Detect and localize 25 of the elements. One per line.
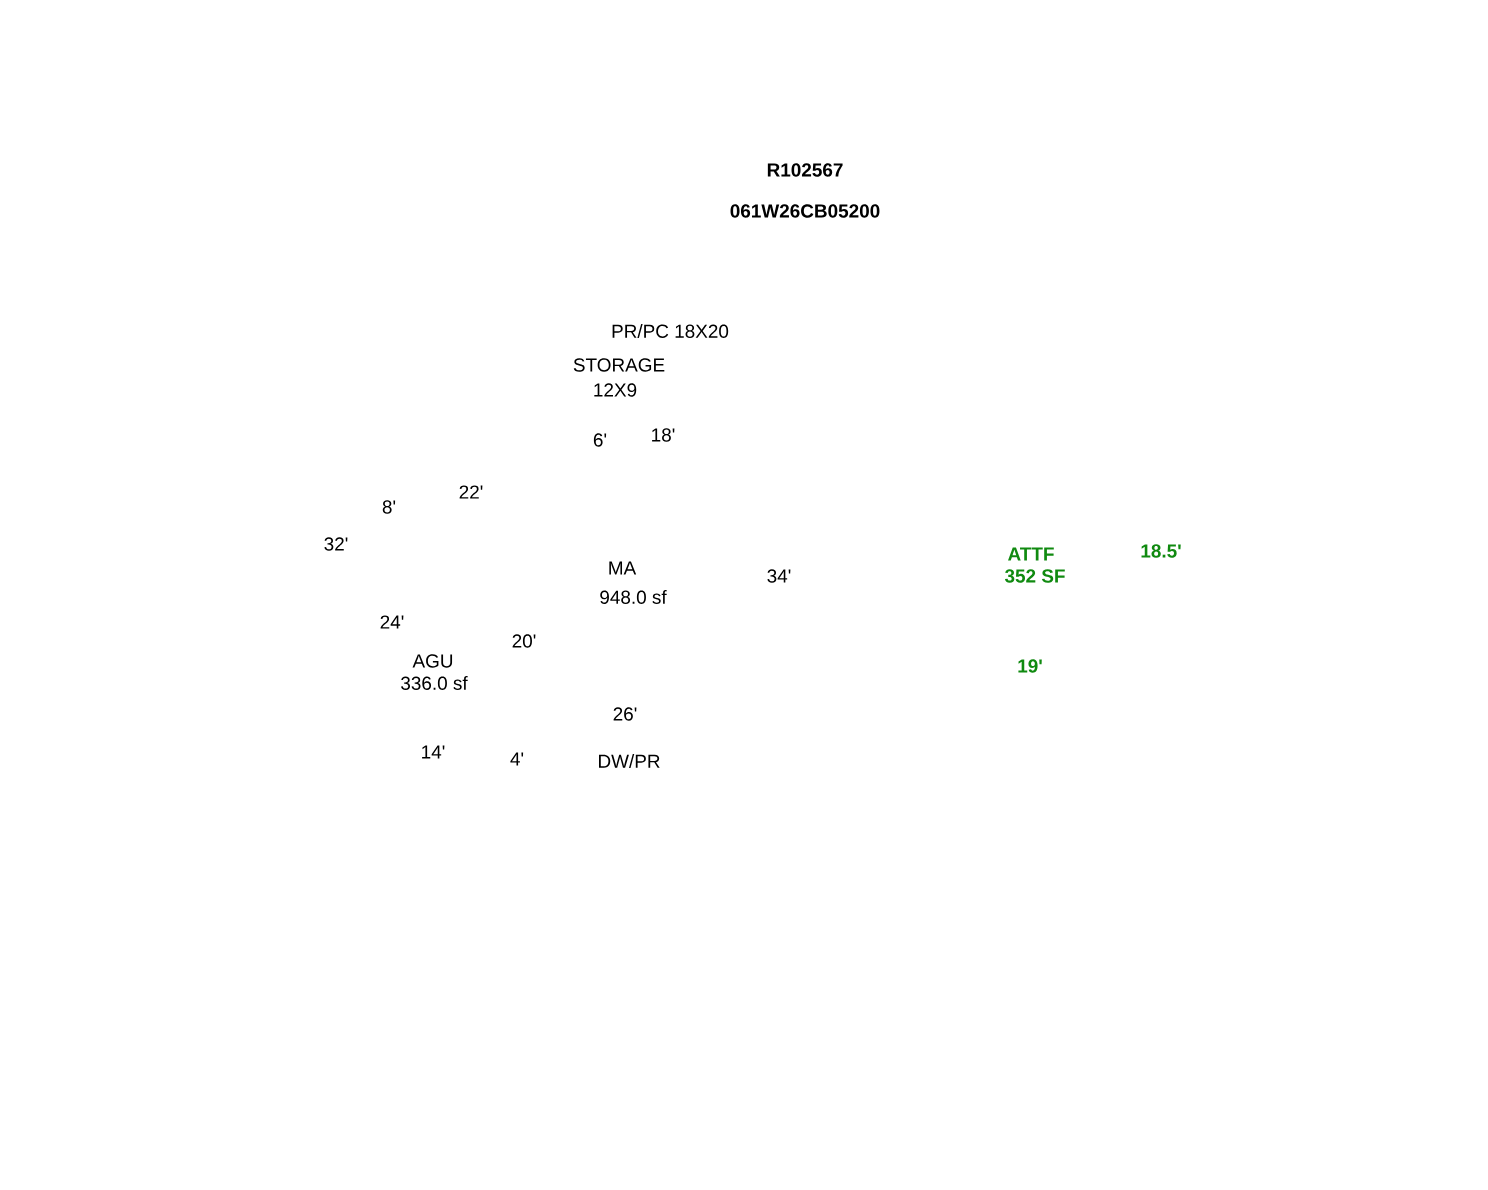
area-label: ATTF [1008, 547, 1054, 561]
dimension-label: 14' [422, 745, 445, 759]
area-label: AGU [412, 654, 453, 668]
dimension-label: 24' [380, 615, 404, 629]
area-size: 12X9 [594, 383, 637, 397]
area-label: STORAGE [573, 358, 665, 372]
parcel-id: 061W26CB05200 [730, 204, 880, 218]
area-size: 352 SF [1004, 569, 1065, 583]
dimension-label: 8' [382, 500, 396, 514]
dimension-label: 32' [324, 537, 348, 551]
area-size: 948.0 sf [600, 590, 667, 604]
area-label: DW/PR [599, 754, 660, 768]
dimension-label: 19' [1018, 659, 1042, 673]
dimension-label: 18.5' [1141, 544, 1181, 558]
area-size: 336.0 sf [401, 676, 468, 690]
dimension-label: 18' [652, 428, 675, 442]
dimension-label: 26' [613, 707, 637, 721]
dimension-label: 34' [767, 569, 791, 583]
parcel-id: R102567 [767, 163, 843, 177]
area-label: MA [609, 561, 637, 575]
area-label: PR/PC 18X20 [612, 324, 729, 338]
dimension-label: 22' [459, 485, 483, 499]
dimension-label: 20' [512, 634, 536, 648]
dimension-label: 4' [510, 752, 524, 766]
dimension-label: 6' [593, 433, 607, 447]
